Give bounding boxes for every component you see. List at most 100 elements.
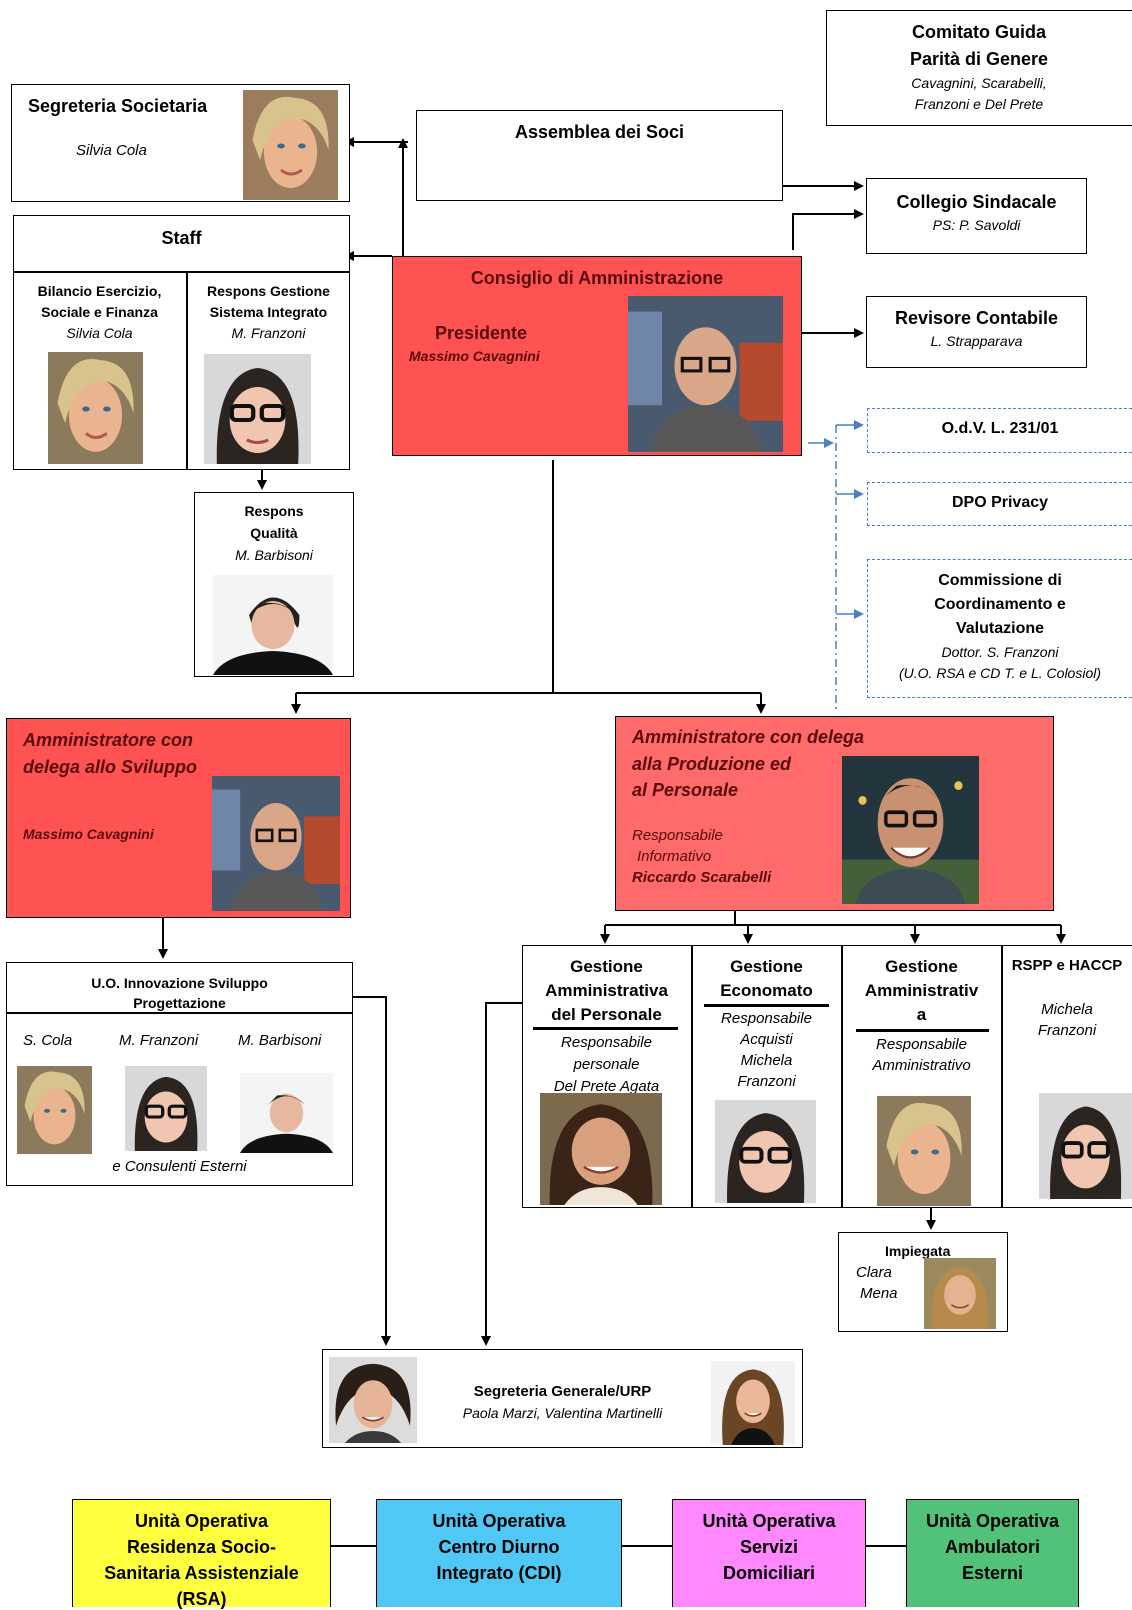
gestione-personale-r1: Responsabile xyxy=(561,1034,652,1051)
gestione-personale-r2: personale xyxy=(573,1056,640,1073)
m-franzoni-uo-photo xyxy=(125,1066,207,1151)
gestioni-divider-2 xyxy=(841,945,843,1208)
dpo-title: DPO Privacy xyxy=(951,494,1049,511)
rspp-haccp-r2: Franzoni xyxy=(1037,1022,1097,1039)
assemblea-title: Assemblea dei Soci xyxy=(514,122,685,142)
unita-ambulatori-l1: Unità Operativa xyxy=(925,1511,1060,1531)
revisore-title: Revisore Contabile xyxy=(894,308,1059,328)
amm-produzione-line1: Amministratore con delega xyxy=(632,727,865,747)
staff-left-line2: Sociale e Finanza xyxy=(41,304,158,320)
gestione-economato-r3: Michela xyxy=(740,1052,793,1069)
segreteria-generale-names: Paola Marzi, Valentina Martinelli xyxy=(462,1405,663,1421)
unita-rsa-l1: Unità Operativa xyxy=(134,1511,269,1531)
comitato-title-1: Comitato Guida xyxy=(912,22,1046,42)
gestione-amministrativa-t2: Amministrativ xyxy=(864,981,979,1000)
gestione-personale-rule xyxy=(533,1027,678,1030)
rspp-haccp-title: RSPP e HACCP xyxy=(1011,957,1123,974)
michela-franzoni-rspp-photo xyxy=(1039,1093,1132,1199)
gestione-economato-r1: Responsabile xyxy=(721,1010,812,1027)
riccardo-scarabelli-photo xyxy=(842,756,979,904)
gestione-amministrativa-r2: Amministrativo xyxy=(872,1057,971,1074)
cda-title: Consiglio di Amministrazione xyxy=(470,268,724,288)
commissione-box xyxy=(867,559,1132,698)
commissione-name1: Dottor. S. Franzoni xyxy=(941,644,1059,660)
silvia-cola-amministrativa-photo xyxy=(877,1096,971,1206)
staff-title: Staff xyxy=(161,228,202,248)
dpo-box xyxy=(867,482,1132,526)
uo-name-s-cola: S. Cola xyxy=(23,1032,73,1049)
qualita-line1: Respons xyxy=(244,503,304,519)
unita-domiciliari-l3: Domiciliari xyxy=(722,1563,816,1583)
uo-name-m-barbisoni: M. Barbisoni xyxy=(238,1032,322,1049)
gestione-economato-rule xyxy=(704,1004,829,1007)
gestione-economato-t2: Economato xyxy=(720,981,813,1000)
unita-domiciliari-box xyxy=(672,1499,866,1607)
qualita-name: M. Barbisoni xyxy=(235,547,313,563)
unita-cdi-l3: Integrato (CDI) xyxy=(436,1563,562,1583)
staff-right-line1: Respons Gestione xyxy=(207,283,330,299)
gestioni-divider-1 xyxy=(691,945,693,1208)
staff-left-line1: Bilancio Esercizio, xyxy=(37,283,162,299)
uo-innovazione-line1: U.O. Innovazione Sviluppo xyxy=(91,975,268,991)
gestione-economato-r4: Franzoni xyxy=(737,1073,796,1090)
comitato-names-2: Franzoni e Del Prete xyxy=(914,96,1044,112)
unita-cdi-l2: Centro Diurno xyxy=(438,1537,560,1557)
unita-domiciliari-l2: Servizi xyxy=(739,1537,799,1557)
segreteria-generale-title: Segreteria Generale/URP xyxy=(473,1383,652,1400)
gestione-economato-r2: Acquisti xyxy=(740,1031,793,1048)
gestioni-divider-3 xyxy=(1001,945,1003,1208)
amm-produzione-line3: al Personale xyxy=(632,780,739,800)
amm-produzione-name: Riccardo Scarabelli xyxy=(632,869,772,886)
unita-cdi-box xyxy=(376,1499,622,1607)
impiegata-name1: Clara xyxy=(856,1264,892,1281)
del-prete-agata-photo xyxy=(540,1093,662,1205)
gestione-personale-t2: Amministrativa xyxy=(545,981,668,1000)
revisore-name: L. Strapparava xyxy=(930,333,1023,349)
impiegata-name2: Mena xyxy=(860,1285,898,1302)
unita-rsa-l4: (RSA) xyxy=(176,1589,227,1609)
gestione-amministrativa-t1: Gestione xyxy=(885,957,958,976)
amm-produzione-box xyxy=(615,716,1054,911)
collegio-sindacale-box xyxy=(866,178,1087,254)
gestione-economato-t1: Gestione xyxy=(730,957,803,976)
gestione-amministrativa-rule xyxy=(856,1029,989,1032)
paola-marzi-photo xyxy=(329,1357,417,1443)
clara-mena-photo xyxy=(924,1258,996,1329)
commissione-line3: Valutazione xyxy=(955,620,1045,637)
impiegata-title: Impiegata xyxy=(885,1243,951,1259)
staff-left-name: Silvia Cola xyxy=(66,325,133,341)
s-cola-uo-photo xyxy=(17,1066,92,1154)
massimo-cavagnini-sviluppo-photo xyxy=(212,776,340,911)
m-barbisoni-uo-photo xyxy=(240,1073,333,1153)
amm-sviluppo-line1: Amministratore con xyxy=(23,730,194,750)
collegio-title: Collegio Sindacale xyxy=(896,192,1057,212)
massimo-cavagnini-photo xyxy=(628,296,783,452)
uo-name-m-franzoni: M. Franzoni xyxy=(119,1032,199,1049)
staff-divider-v xyxy=(186,271,188,470)
unita-ambulatori-l2: Ambulatori xyxy=(944,1537,1040,1557)
revisore-box xyxy=(866,296,1087,368)
odv-box xyxy=(867,408,1132,453)
amm-sviluppo-line2: delega allo Sviluppo xyxy=(23,757,198,777)
rspp-haccp-r1: Michela xyxy=(1041,1001,1093,1018)
silvia-cola-photo xyxy=(243,90,338,200)
amm-produzione-line2: alla Produzione ed xyxy=(632,754,792,774)
assemblea-box xyxy=(416,110,783,201)
silvia-cola-staff-photo xyxy=(48,352,143,464)
gestione-amministrativa-r1: Responsabile xyxy=(876,1036,967,1053)
collegio-name: PS: P. Savoldi xyxy=(932,217,1021,233)
comitato-names-1: Cavagnini, Scarabelli, xyxy=(911,75,1047,91)
gestione-personale-r3: Del Prete Agata xyxy=(553,1078,660,1095)
amm-produzione-role1: Responsabile xyxy=(632,827,723,844)
comitato-guida-box xyxy=(826,10,1132,126)
m-barbisoni-photo xyxy=(213,575,333,675)
m-franzoni-staff-photo xyxy=(204,354,311,464)
amm-produzione-role2: Informativo xyxy=(637,848,712,865)
segreteria-societaria-name: Silvia Cola xyxy=(76,142,147,159)
uo-innovazione-line2: Progettazione xyxy=(133,995,226,1011)
staff-right-name: M. Franzoni xyxy=(231,325,306,341)
commissione-name2: (U.O. RSA e CD T. e L. Colosiol) xyxy=(898,665,1102,681)
cda-role: Presidente xyxy=(435,323,528,343)
unita-ambulatori-box xyxy=(906,1499,1079,1607)
odv-title: O.d.V. L. 231/01 xyxy=(941,420,1059,437)
